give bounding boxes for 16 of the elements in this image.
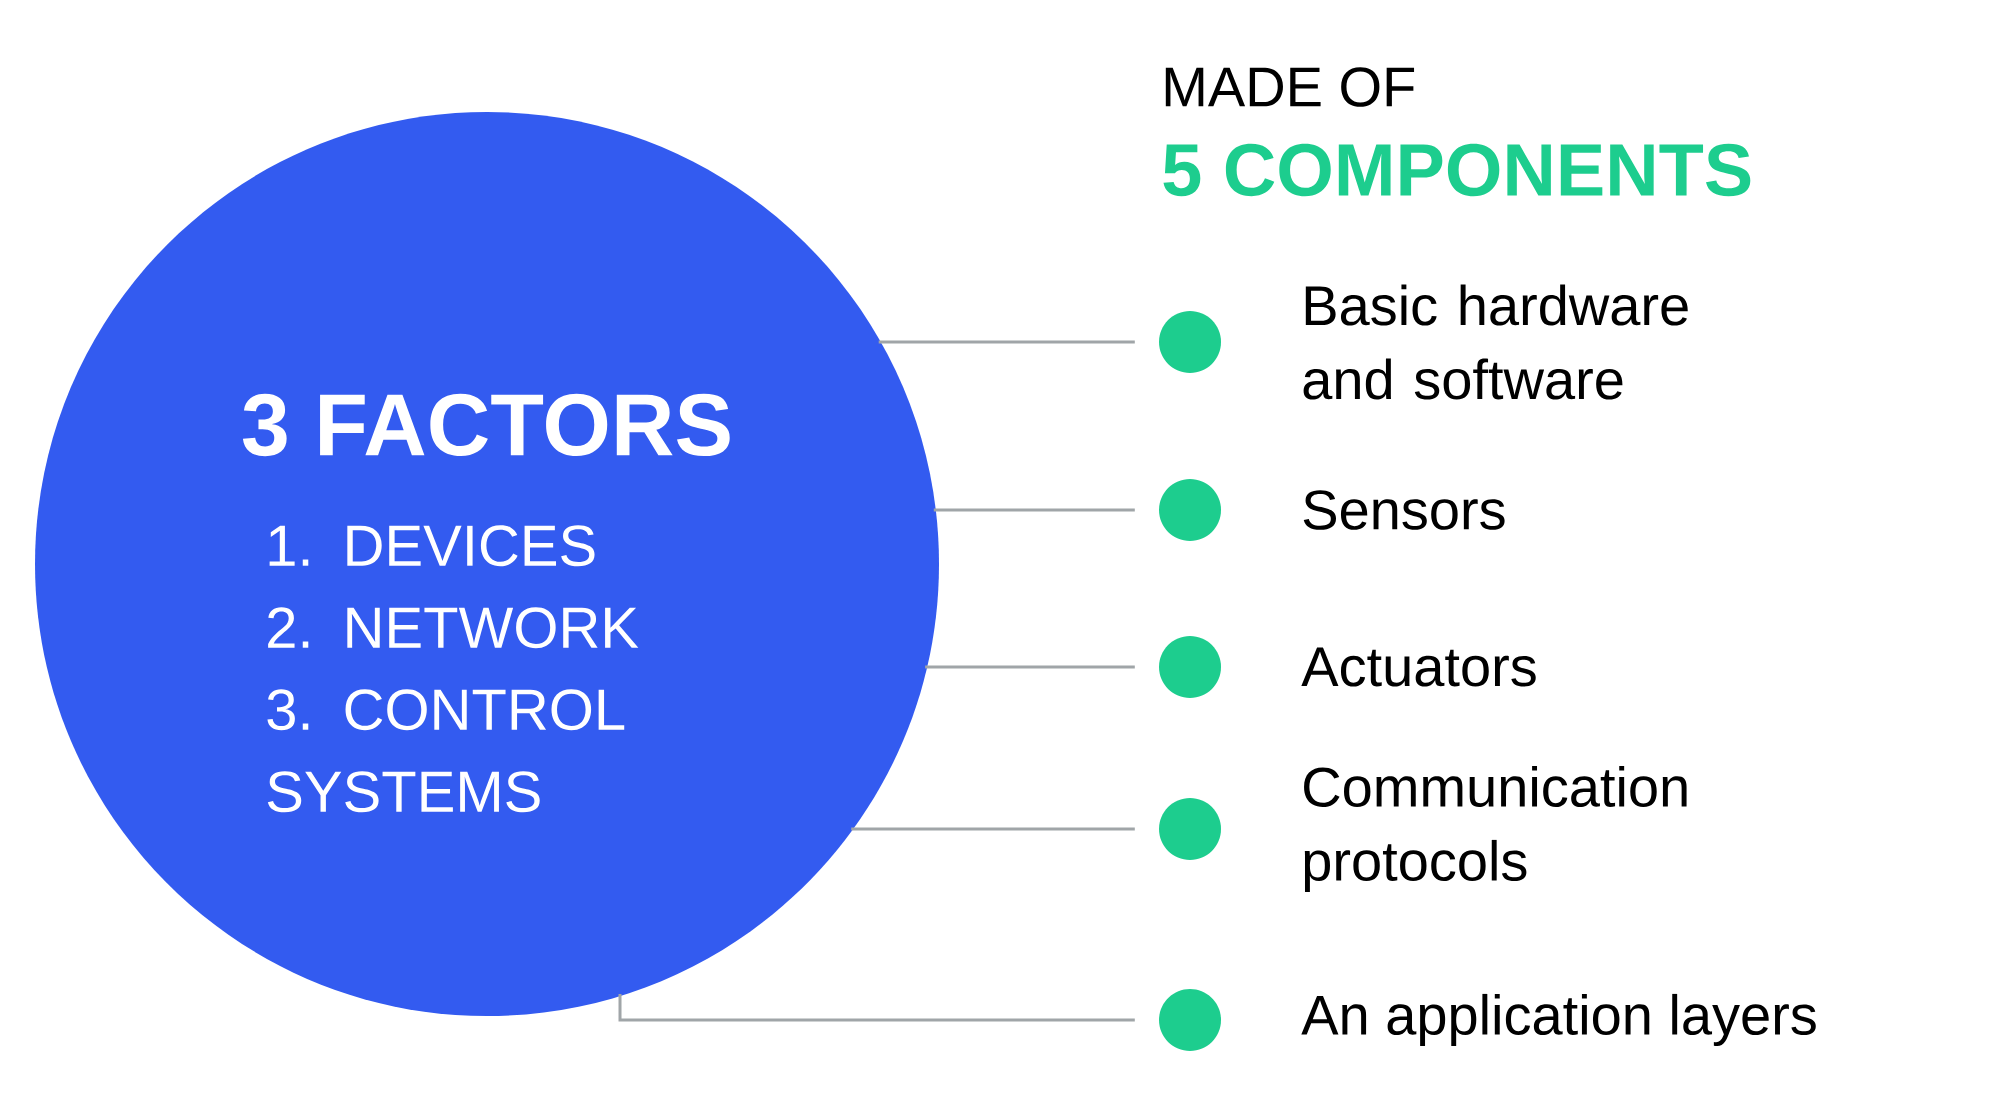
list-item: 3. CONTROL SYSTEMS [267, 689, 625, 813]
circle-heading: 3 FACTORS [242, 393, 730, 457]
list-item: 2. NETWORK [268, 607, 639, 649]
heading: MADE OF [1165, 67, 1415, 107]
list-item: 1. DEVICES [269, 525, 595, 567]
item-label: Communication protocols [1304, 765, 1687, 893]
connector-line [851, 827, 1135, 831]
heading: 5 COMPONENTS [1163, 143, 1751, 197]
item-label: Basic hardware and software [1303, 284, 1688, 400]
item-label: Sensors [1303, 490, 1505, 530]
connector-line [933, 508, 1135, 512]
connector-line [878, 340, 1135, 344]
item-label: Actuators [1301, 647, 1536, 687]
item-label: An application layers [1301, 993, 1816, 1047]
connector-line [618, 994, 1135, 1022]
connector-line [925, 665, 1135, 669]
